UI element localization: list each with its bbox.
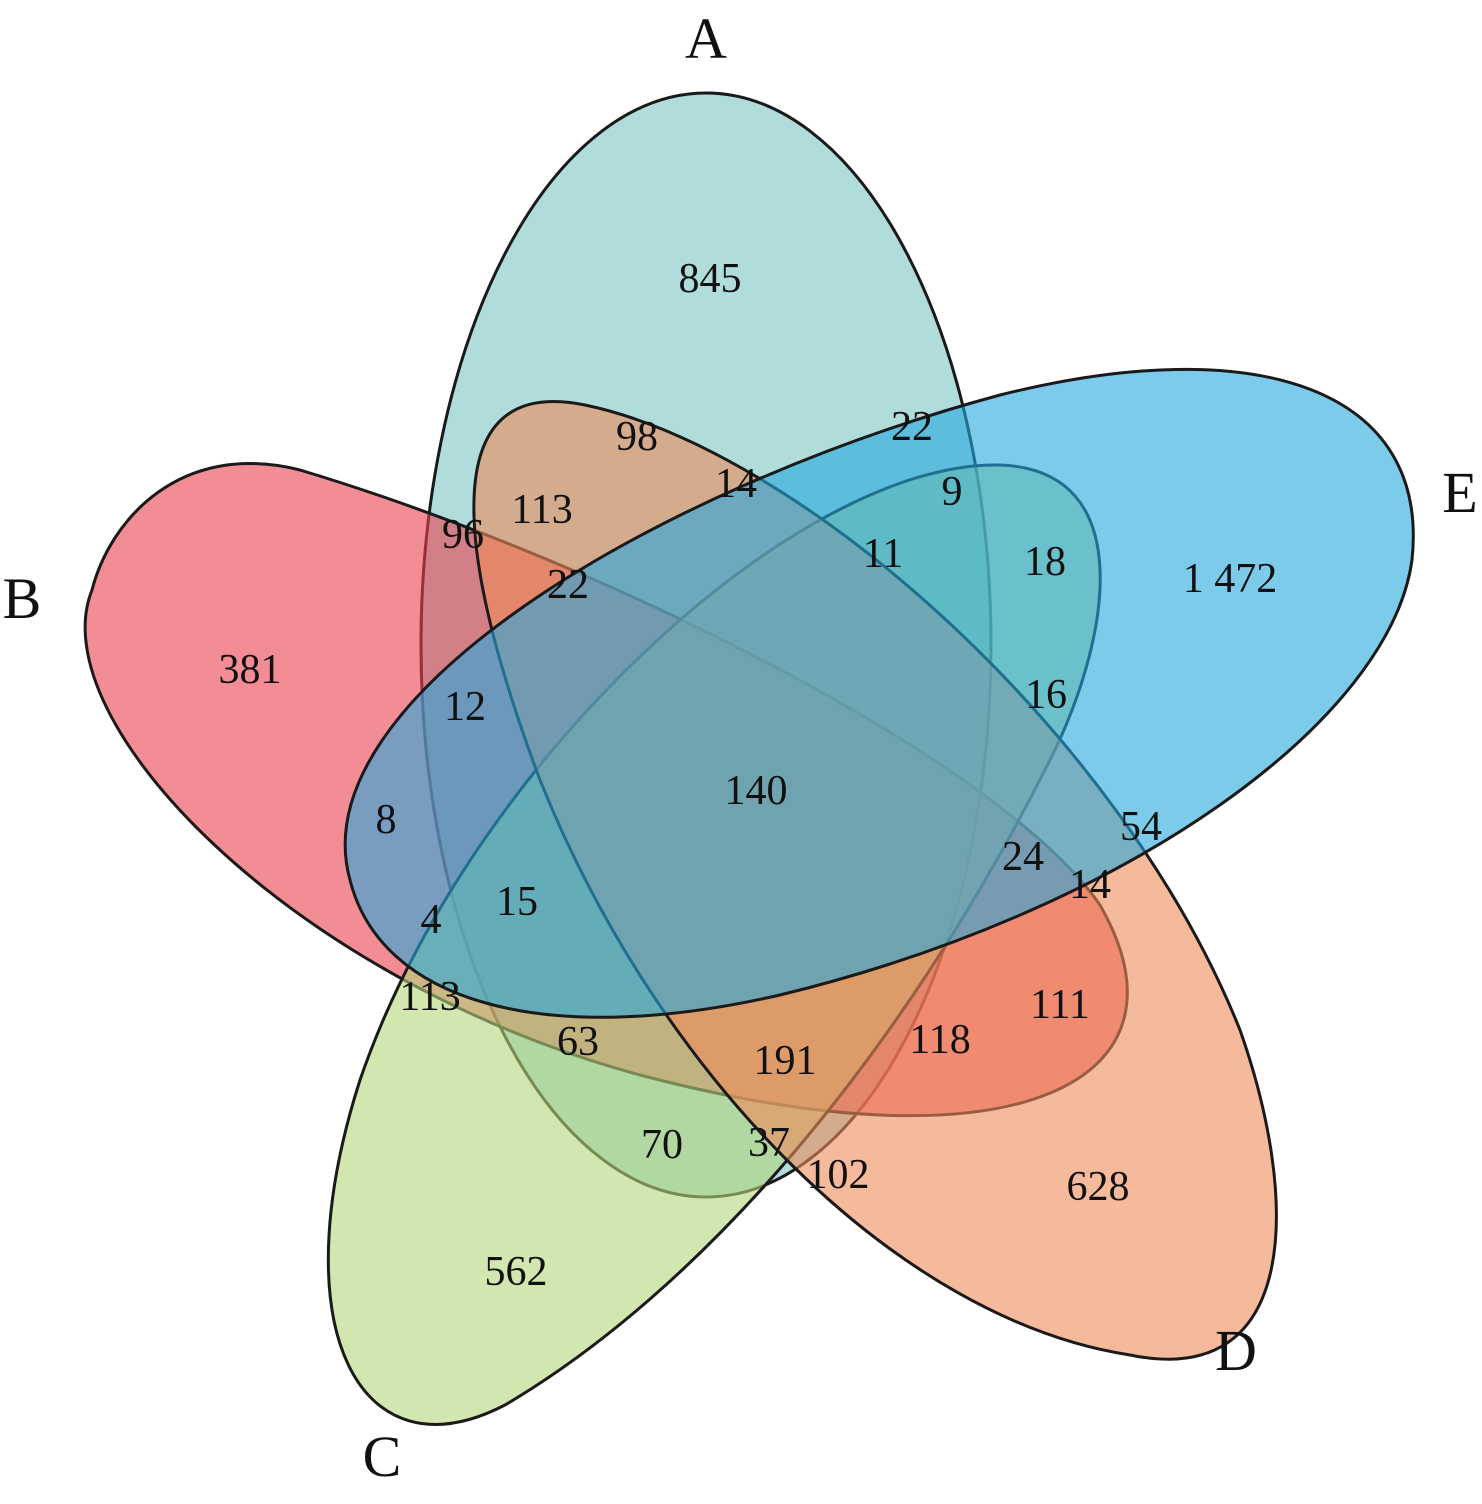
region-bcde: 24 [1002, 834, 1044, 880]
region-bde: 14 [1069, 862, 1111, 908]
region-be: 8 [376, 797, 397, 843]
region-bc: 113 [399, 974, 460, 1020]
set-label-d: D [1215, 1318, 1257, 1383]
set-shapes [83, 91, 1415, 1426]
region-abd: 113 [511, 487, 572, 533]
set-e-shape [343, 367, 1415, 1019]
set-label-a: A [685, 6, 727, 71]
region-ab: 96 [442, 512, 484, 558]
set-label-c: C [363, 1424, 402, 1489]
region-bcea: 4 [421, 897, 442, 943]
region-bd: 111 [1030, 982, 1090, 1028]
region-bcd: 118 [909, 1017, 970, 1063]
region-b: 381 [219, 647, 282, 693]
region-abc: 63 [557, 1019, 599, 1065]
region-abcde: 140 [725, 768, 788, 814]
region-acde: 11 [863, 531, 903, 577]
region-abe: 12 [444, 684, 486, 730]
region-ace: 9 [942, 469, 963, 515]
region-acd: 37 [748, 1120, 790, 1166]
region-abce: 15 [496, 879, 538, 925]
region-ae: 22 [891, 404, 933, 450]
region-cd: 102 [807, 1152, 870, 1198]
region-ac: 70 [641, 1122, 683, 1168]
region-ade: 14 [715, 461, 757, 507]
region-ce: 18 [1024, 539, 1066, 585]
region-e: 1 472 [1183, 556, 1278, 602]
region-c: 562 [485, 1249, 548, 1295]
region-bcda: 191 [754, 1038, 817, 1084]
region-a: 845 [679, 256, 742, 302]
region-d: 628 [1067, 1164, 1130, 1210]
set-label-b: B [3, 566, 42, 631]
region-ad: 98 [616, 414, 658, 460]
region-abde: 22 [547, 562, 589, 608]
region-de: 54 [1120, 804, 1162, 850]
region-values: 845 381 562 628 1 472 98 22 14 113 96 9 … [219, 256, 1278, 1295]
set-label-e: E [1442, 460, 1477, 525]
set-labels: A B C D E [3, 6, 1478, 1489]
region-bce: 16 [1025, 672, 1067, 718]
